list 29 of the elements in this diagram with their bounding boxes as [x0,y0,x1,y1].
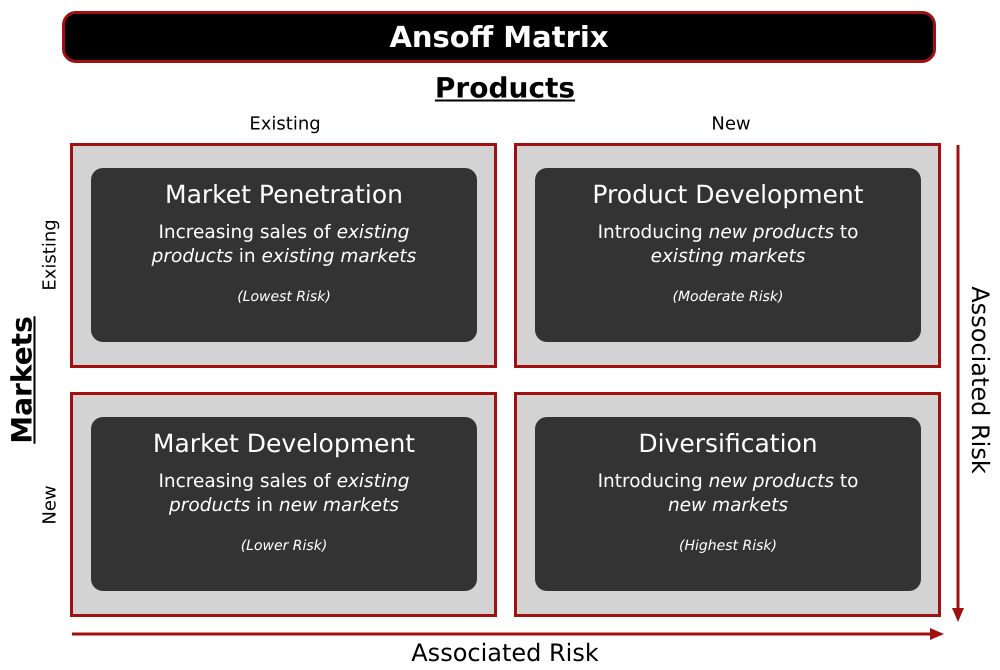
quadrant-box [70,143,497,368]
quadrant-box [70,392,497,617]
risk-level: (Moderate Risk) [672,289,784,305]
axis-title: Products [434,72,576,104]
title-banner: Ansoff Matrix [62,11,936,63]
row-header: Existing [40,219,60,291]
strategy-description: Increasing sales of existing products in existing markets [150,221,418,269]
quadrant-box [514,392,941,617]
axis-title: Markets [6,316,38,444]
strategy-card [535,417,921,591]
quadrant-box [514,143,941,368]
strategy-title: Market Development [152,429,416,458]
strategy-card [91,417,477,591]
strategy-description: Introducing new products to new markets [596,470,860,518]
strategy-title: Diversification [637,429,819,458]
strategy-title: Market Penetration [164,180,404,209]
strategy-card [535,168,921,342]
row-header: New [40,485,60,525]
strategy-card [91,168,477,342]
risk-level: (Lowest Risk) [236,289,332,305]
risk-level: (Lower Risk) [240,538,328,554]
strategy-description: Increasing sales of existing products in new markets [157,470,411,518]
strategy-description: Introducing new products to existing markets [596,221,860,269]
risk-level: (Highest Risk) [678,538,778,554]
strategy-title: Product Development [591,180,865,209]
column-header: Existing [249,114,321,134]
column-header: New [711,114,751,134]
axis-label: Associated Risk [411,639,599,667]
axis-label: Associated Risk [966,286,994,474]
